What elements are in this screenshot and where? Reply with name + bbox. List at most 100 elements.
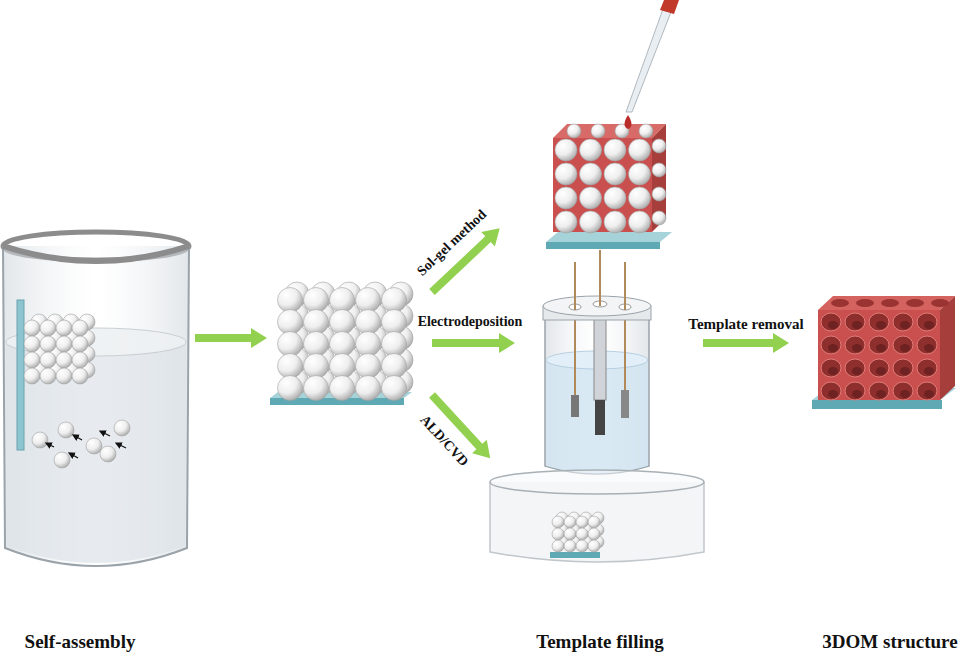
sphere [24,336,40,352]
sphere [56,320,72,336]
sphere [304,376,329,401]
pore [893,382,913,400]
sphere [330,288,355,313]
process-arrows [425,221,515,465]
pore [821,336,841,354]
block-front [553,138,652,232]
deposition-chamber [490,470,704,562]
stage-node: 3DOM structure [790,240,980,657]
pore-depth [900,367,910,375]
stage-node: Template filling [268,85,700,657]
substrate [546,242,660,249]
sphere [576,516,588,528]
electrode [571,395,579,417]
sphere [552,528,564,540]
pore [869,313,889,331]
connectors [195,338,773,343]
sphere [555,139,577,161]
sphere [58,422,74,438]
pore [893,359,913,377]
pore-depth [828,344,838,352]
beaker-liquid [6,342,186,563]
sphere [564,540,576,552]
substrate-top [546,232,672,242]
pore [869,336,889,354]
pore-depth [828,321,838,329]
sphere [576,528,588,540]
sphere [278,354,303,379]
sphere [588,540,600,552]
motion-arrow [75,436,82,440]
sphere [356,310,381,335]
sphere [580,139,602,161]
block-top [818,296,955,310]
block-top [553,124,666,138]
sphere [304,332,329,357]
pore [856,299,874,307]
process-arrow [425,388,498,465]
caption-group: 3DOM structure [822,631,957,653]
electrochemical-cell [543,250,651,474]
motion-arrow [102,432,110,436]
stage-caption: Self-assembly [25,631,136,653]
inverse-opal [812,296,956,409]
sphere [356,354,381,379]
sphere [652,187,666,201]
pore [869,359,889,377]
substrate-plate [17,300,24,450]
sphere [54,452,70,468]
pore-depth [924,344,934,352]
sphere [604,139,626,161]
sphere [40,320,56,336]
pore-depth [900,390,910,398]
pore-depth [828,390,838,398]
pore [893,313,913,331]
edge-label: Template removal [686,316,805,333]
sphere [278,288,303,313]
motion-arrow [48,444,54,447]
opal-template [270,282,413,405]
electrode-wire [599,250,601,306]
chamber-rim [490,470,704,494]
sphere [580,163,602,185]
sphere [639,124,653,138]
block-side [940,296,955,400]
sphere [72,352,88,368]
sphere [304,354,329,379]
sphere [72,336,88,352]
beaker-rim-front [3,246,189,261]
sphere [86,438,102,454]
pore [821,313,841,331]
sphere-stack [24,314,95,384]
sphere [304,288,329,313]
sphere [382,376,407,401]
motion-arrow [71,454,78,458]
dropper-bulb [660,0,679,14]
beaker-body [3,246,189,566]
sphere [72,368,88,384]
block-side [652,124,666,232]
pore-depth [876,390,886,398]
pore-depth [876,344,886,352]
sphere [604,187,626,209]
motion-arrows [48,432,126,458]
sphere [604,163,626,185]
pore [869,382,889,400]
pore [821,359,841,377]
method-label: ALD/CVD [416,412,471,470]
sphere [56,352,72,368]
sphere [652,139,666,153]
sphere [56,336,72,352]
electrode [621,390,629,418]
pore [881,299,899,307]
sphere [382,310,407,335]
caption-group: Template filling [536,631,664,653]
sphere [278,332,303,357]
pore-depth [876,367,886,375]
sphere-array [552,512,604,552]
